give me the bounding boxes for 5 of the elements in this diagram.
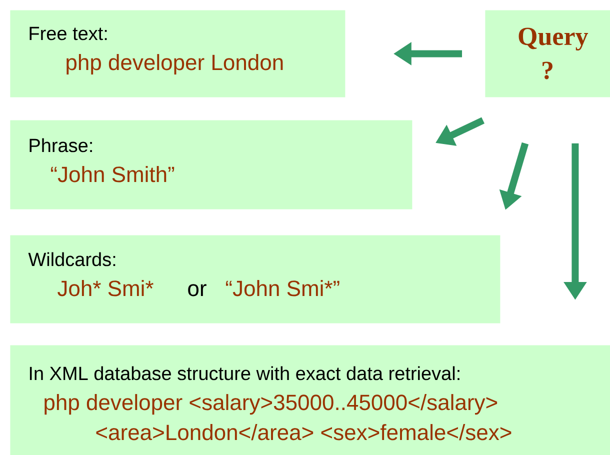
text-box: In XML database structure with exact data retrieval: php developer <salary>35000..45000</salary> <area>London</area> <sex>female</sex> bbox=[10, 345, 610, 455]
text-box: Free text: php developer London bbox=[10, 10, 346, 98]
query-box: Query ? bbox=[485, 10, 610, 98]
text-box: Phrase: “John Smith” bbox=[10, 120, 412, 210]
text-box: Wildcards: Joh* Smi* or “John Smi*” bbox=[10, 235, 500, 324]
